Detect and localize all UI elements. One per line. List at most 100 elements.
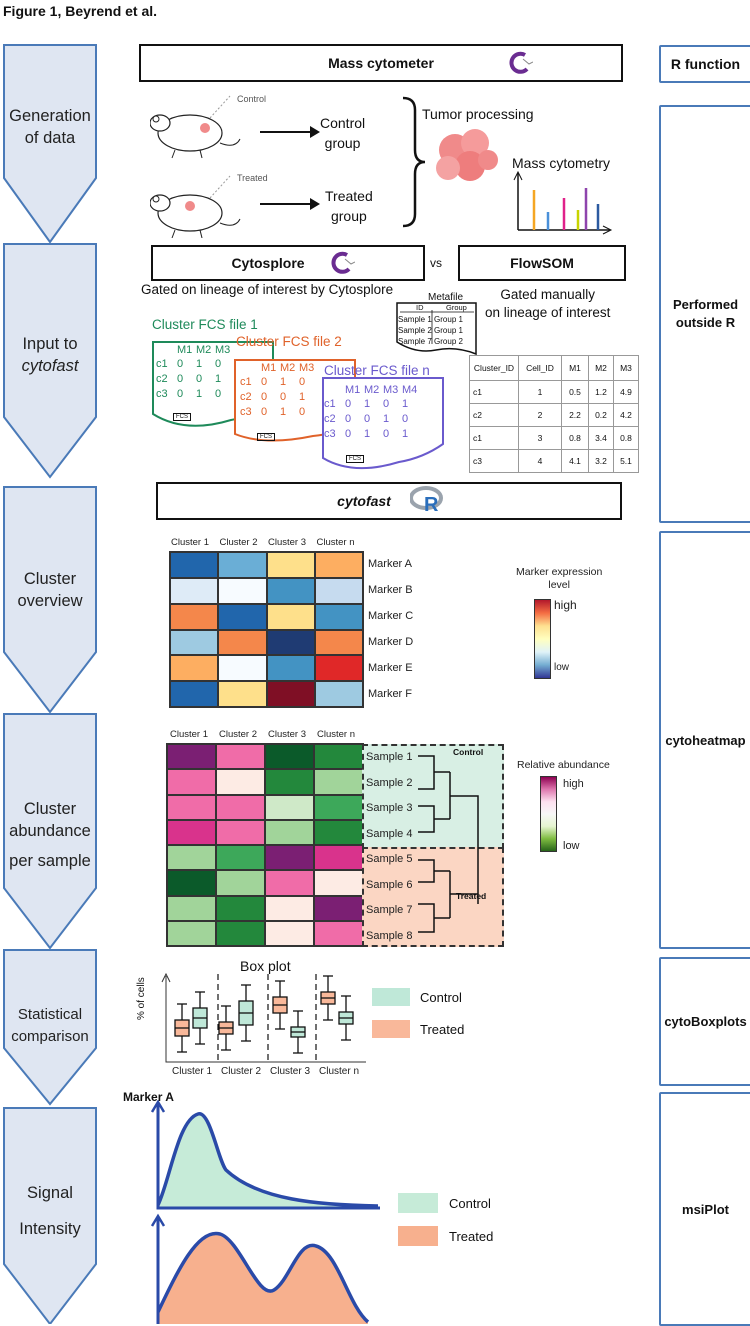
fcs-file-row-label: c1 [324,398,336,410]
fcs-file-1-title: Cluster FCS file 1 [152,317,258,332]
fcs-file-row-label: c1 [156,358,168,370]
flowsom-header-cell: M2 [588,355,614,381]
r-logo-icon: R [410,486,443,514]
flowsom-cell: c3 [469,449,519,473]
heatmap1-column-label: Cluster 3 [268,537,307,548]
heatmap1-cell [266,655,315,682]
fcs-file-cell: 1 [215,373,222,385]
heatmap2-cell [265,870,314,896]
heatmap2-row-label: Sample 8 [366,929,413,942]
step-arrow-signal [3,1107,97,1324]
fcs-file-cell: 1 [364,428,371,440]
fcs-file-cell: 0 [196,373,203,385]
heatmap2-row-label: Sample 7 [366,904,413,916]
boxplot-chart [161,972,366,1063]
heatmap2-column-label: Cluster 3 [268,729,307,740]
heatmap2-column-label: Cluster 1 [170,729,209,740]
fcs-file-col-header: M3 [215,344,231,356]
msi-control-line [156,1112,379,1208]
heatmap2-cell [167,870,216,896]
fcs-tag-2: FCS [257,433,275,441]
heatmap2-cell [265,920,314,946]
flowsom-cell: 3 [518,426,562,450]
fcs-file-cell: 0 [261,406,268,418]
heatmap2-cell [167,895,216,921]
heatmap1-cell [170,655,219,682]
flowsom-cell: 1.2 [588,380,614,404]
fcs-file-cell: 0 [364,413,371,425]
fcs-file-col-header: M3 [299,362,315,374]
msi-chart [150,1100,380,1324]
heatmap1-cell [170,603,219,630]
metafile-shape [396,302,477,356]
heatmap1-cell [314,552,363,578]
heatmap1-row-label: Marker F [368,688,412,700]
boxplot-category-label: Cluster n [319,1066,360,1077]
fcs-tag-1: FCS [173,413,191,421]
fcs-file-cell: 0 [402,413,409,425]
heatmap2-legend-high: high [563,778,584,790]
heatmap2-legend-low: low [563,840,580,852]
fcs-file-row-label: c3 [240,406,252,418]
heatmap1-column-label: Cluster n [316,537,355,548]
fcs-file-cell: 1 [196,358,203,370]
heatmap2-cell [265,845,314,871]
flowsom-cell: 2 [518,403,562,427]
heatmap1-cell [170,577,219,604]
gated-cytosplore-label: Gated on lineage of interest by Cytosplo… [141,282,394,297]
fcs-file-col-header: M1 [261,362,277,374]
boxplot-legend-control: Control [420,990,462,1005]
heatmap1-legend-high: high [554,598,577,612]
heatmap1-cell [314,629,363,656]
heatmap2-cell [314,819,363,845]
heatmap1-column-label: Cluster 1 [171,537,210,548]
fcs-file-cell: 0 [261,391,268,403]
fcs-file-col-header: M3 [383,384,399,396]
heatmap1-cell [170,552,219,578]
fcs-tag-n: FCS [346,455,364,463]
heatmap2-cell [167,744,216,770]
heatmap2-cell [314,920,363,946]
flowsom-cell: 4 [518,449,562,473]
tumor-processing-label: Tumor processing [422,106,534,122]
heatmap2-cell [167,920,216,946]
fcs-file-cell: 1 [402,398,409,410]
fcs-file-cell: 0 [299,376,306,388]
vs-label: vs [430,256,442,270]
msi-title: Marker A [123,1090,174,1104]
r-function-cytoboxplots: cytoBoxplots [659,957,750,1086]
fcs-file-cell: 1 [299,391,306,403]
fcs-file-cell: 0 [345,398,352,410]
fcs-file-col-header: M2 [280,362,296,374]
fcs-file-cell: 0 [177,388,184,400]
metafile-rows: Sample 1 Group 1 Sample 2 Group 1 Sample… [398,315,463,346]
boxplot-legend-treated-swatch [372,1020,410,1038]
heatmap2-cell [216,895,265,921]
heatmap2-cell [314,744,363,770]
r-function-outside: Performed outside R [659,105,750,523]
fcs-file-row-label: c2 [324,413,336,425]
msi-arrow-top [150,1100,166,1113]
flowsom-cell: 4.2 [613,403,639,427]
brace-icon [402,96,426,228]
heatmap2-cell [167,769,216,795]
flowsom-cell: 0.8 [561,426,589,450]
fcs-file-cell: 0 [215,388,222,400]
heatmap1-cell [218,577,267,604]
heatmap1-row-label: Marker D [368,636,414,648]
flowsom-header-cell: Cluster_ID [469,355,519,381]
fcs-file-row-label: c2 [240,391,252,403]
arrow-control-icon [260,126,320,138]
heatmap2-row-label: Sample 4 [366,827,413,840]
flowsom-header-cell: M1 [561,355,589,381]
step-arrow-cluster-overview [3,486,97,714]
heatmap1-cell [218,603,267,630]
flowsom-cell: 4.1 [561,449,589,473]
heatmap1-cell [218,681,267,707]
fcs-file-col-header: M2 [196,344,212,356]
